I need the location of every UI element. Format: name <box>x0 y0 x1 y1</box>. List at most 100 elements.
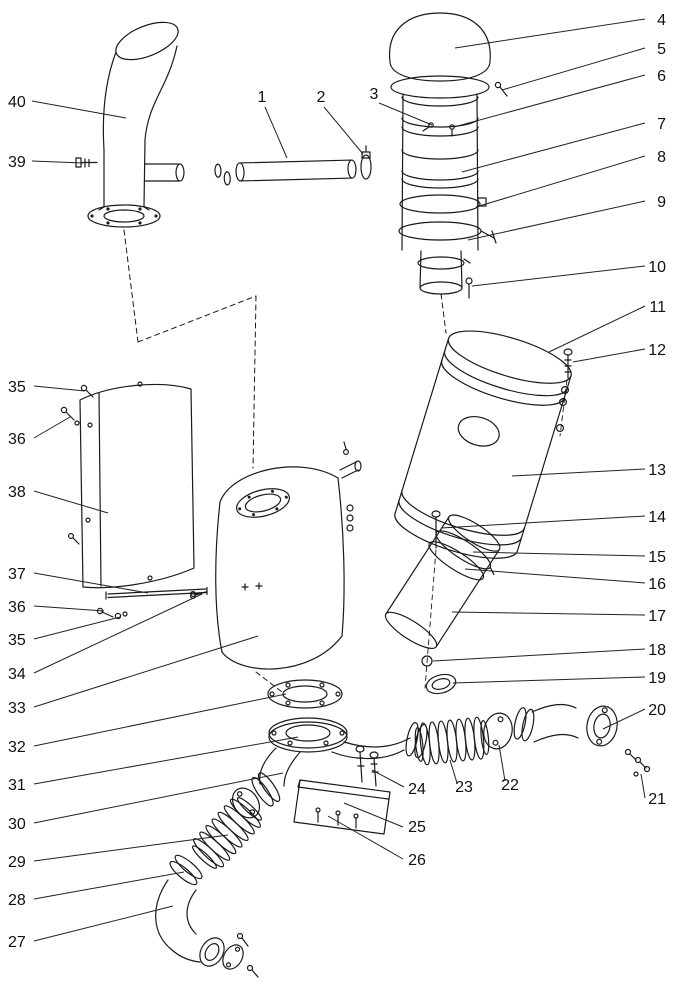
leader-line-5 <box>501 47 646 91</box>
callout-13: 13 <box>648 462 666 479</box>
leader-line-14 <box>440 515 646 529</box>
end-gasket-left <box>222 944 244 970</box>
leader-line-19 <box>452 676 646 684</box>
leader-line-17 <box>451 611 646 616</box>
tank-muffler <box>190 441 362 693</box>
callout-27: 27 <box>8 934 26 951</box>
leader-line-9 <box>467 200 646 241</box>
leader-line-11 <box>548 305 646 353</box>
inlet-pipe-bolt <box>424 510 441 689</box>
y-pipe-center-flange <box>259 717 411 787</box>
bellows-left <box>191 797 263 869</box>
callout-35: 35 <box>8 379 26 396</box>
leader-line-32 <box>33 693 287 747</box>
callout-34: 34 <box>8 666 26 683</box>
end-flange-left <box>199 937 225 967</box>
callout-12: 12 <box>648 342 666 359</box>
leader-line-8 <box>475 155 646 208</box>
leader-line-38 <box>33 490 109 514</box>
callout-14: 14 <box>648 509 666 526</box>
stack-mount-bolt <box>75 157 98 168</box>
air-cleaner-band <box>399 194 481 214</box>
leader-line-7 <box>461 122 646 173</box>
callout-31: 31 <box>8 777 26 794</box>
leader-line-36 <box>33 416 71 439</box>
leader-line-31 <box>33 736 299 785</box>
callout-26: 26 <box>408 852 426 869</box>
leader-line-36 <box>33 605 105 612</box>
callout-36: 36 <box>8 431 26 448</box>
callout-11: 11 <box>649 299 666 316</box>
gasket-right <box>483 712 513 750</box>
outlet-flange-gasket <box>267 679 343 709</box>
callout-6: 6 <box>657 68 666 85</box>
callout-39: 39 <box>8 154 26 171</box>
construction-lines <box>123 229 257 469</box>
gasket-left <box>231 787 261 819</box>
right-exhaust-branch <box>405 703 651 777</box>
leader-line-40 <box>31 100 127 119</box>
callout-5: 5 <box>657 41 666 58</box>
clamp-bolt <box>465 277 473 285</box>
callout-25: 25 <box>408 819 426 836</box>
callout-22: 22 <box>501 777 519 794</box>
leader-line-15 <box>472 551 646 557</box>
leader-line-3 <box>378 102 433 126</box>
callout-9: 9 <box>657 194 666 211</box>
leader-line-33 <box>33 635 259 708</box>
callout-40: 40 <box>8 94 26 111</box>
callout-38: 38 <box>8 484 26 501</box>
callout-30: 30 <box>8 816 26 833</box>
flange-left <box>169 854 203 886</box>
left-exhaust-branch <box>155 772 281 978</box>
leader-line-28 <box>33 871 185 900</box>
callout-36: 36 <box>8 599 26 616</box>
plate-bolts <box>355 745 379 787</box>
leader-line-24 <box>371 769 405 788</box>
leader-line-34 <box>33 593 203 674</box>
leader-line-16 <box>464 568 646 584</box>
muffler-canister <box>394 330 572 559</box>
callout-20: 20 <box>648 702 666 719</box>
callout-29: 29 <box>8 854 26 871</box>
leader-line-35 <box>33 385 86 392</box>
callout-28: 28 <box>8 892 26 909</box>
callout-3: 3 <box>370 86 379 103</box>
callout-18: 18 <box>648 642 666 659</box>
leader-line-13 <box>511 468 646 477</box>
callout-21: 21 <box>648 791 666 808</box>
leader-line-35 <box>33 616 121 640</box>
leader-line-18 <box>432 648 646 662</box>
muffler-band-bolt <box>555 348 573 437</box>
leader-line-23 <box>449 759 458 784</box>
callout-24: 24 <box>408 781 426 798</box>
seal-ring <box>421 655 433 667</box>
callout-37: 37 <box>8 566 26 583</box>
callout-4: 4 <box>657 12 666 29</box>
callout-15: 15 <box>648 549 666 566</box>
exhaust-stack <box>87 21 185 228</box>
leader-line-27 <box>33 905 174 942</box>
callout-10: 10 <box>648 259 666 276</box>
callouts: 4567891011121314151617181920214039353638… <box>8 12 666 951</box>
callout-17: 17 <box>648 608 666 625</box>
callout-1: 1 <box>258 89 267 106</box>
leader-line-12 <box>572 348 646 363</box>
drawing <box>60 12 651 978</box>
muffler-inlet-pipe <box>384 514 501 649</box>
end-flange-bolts <box>624 748 651 777</box>
leader-line-1 <box>264 106 288 159</box>
callout-7: 7 <box>657 116 666 133</box>
inlet-gasket <box>425 673 457 695</box>
tank-inlet-port <box>236 488 290 518</box>
mounting-plate <box>293 745 391 835</box>
callout-32: 32 <box>8 739 26 756</box>
heat-shield <box>60 381 195 620</box>
leader-line-37 <box>33 572 149 594</box>
end-flange-right <box>586 705 618 747</box>
leader-line-22 <box>498 744 506 782</box>
leader-line-30 <box>33 772 284 824</box>
callout-35: 35 <box>8 632 26 649</box>
tie-rod <box>105 582 263 600</box>
